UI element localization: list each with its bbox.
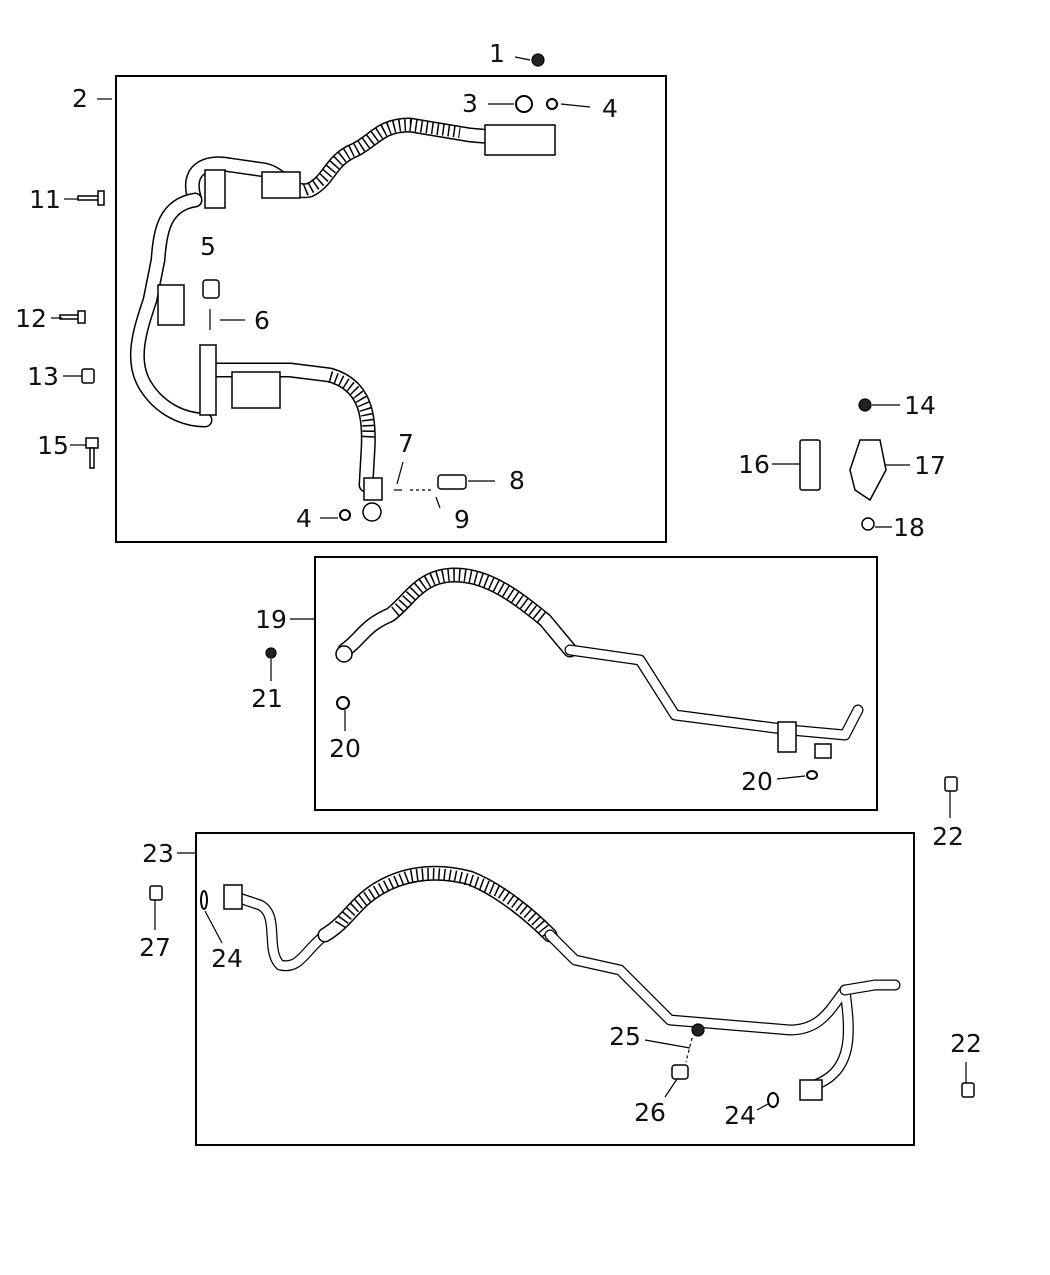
o-ring-20-right [806, 770, 818, 780]
o-ring-24-right [767, 1092, 779, 1108]
lower-fitting [363, 477, 383, 501]
callout-2: 2 [72, 84, 88, 113]
manifold-fitting [199, 344, 217, 416]
callout-24-left: 24 [211, 944, 243, 973]
hose-assembly-23 [149, 865, 975, 1108]
callout-23: 23 [142, 839, 174, 868]
clamp-16 [799, 439, 821, 491]
callout-27: 27 [139, 933, 171, 962]
port-19 [335, 645, 353, 663]
callout-9: 9 [454, 505, 470, 534]
hose-assembly-2 [129, 117, 556, 522]
callout-labels: 1 2 3 4 5 6 7 8 9 4 11 12 13 15 14 16 17… [15, 39, 982, 1130]
callout-18: 18 [893, 513, 925, 542]
cap-22-bottom [961, 1082, 975, 1098]
callout-11: 11 [29, 185, 61, 214]
cap-5 [202, 279, 220, 299]
mid-fitting [261, 171, 301, 199]
callout-16: 16 [738, 450, 770, 479]
callout-19: 19 [255, 605, 287, 634]
callout-4-top: 4 [602, 94, 618, 123]
o-ring-20-left [336, 696, 350, 710]
o-ring-24-left [200, 890, 208, 910]
callout-12: 12 [15, 304, 47, 333]
callout-24-right: 24 [724, 1101, 756, 1130]
lower-end-23 [799, 1079, 823, 1101]
callout-20-right: 20 [741, 767, 773, 796]
upper-fitting [204, 169, 226, 209]
bolt-15-head [85, 437, 99, 449]
callout-21: 21 [251, 684, 283, 713]
nut-18 [861, 517, 875, 531]
callout-25: 25 [609, 1022, 641, 1051]
lower-port [362, 502, 382, 522]
callout-13: 13 [27, 362, 59, 391]
bolt-12-head [77, 310, 86, 324]
callout-6: 6 [254, 306, 270, 335]
hardware-group-top [202, 53, 558, 521]
tube-end-19 [814, 743, 832, 759]
callout-17: 17 [914, 451, 946, 480]
bracket-17 [849, 439, 887, 502]
callout-4-bottom: 4 [296, 504, 312, 533]
nut-21 [265, 647, 277, 659]
callout-8: 8 [509, 466, 525, 495]
bolt-11-head [97, 190, 105, 206]
callout-3: 3 [462, 89, 478, 118]
callout-20-left: 20 [329, 734, 361, 763]
bolt-11 [77, 195, 101, 201]
callout-7: 7 [398, 429, 414, 458]
hardware-group-right [799, 398, 887, 531]
callout-26: 26 [634, 1098, 666, 1127]
cap-22-top [944, 776, 958, 792]
fasteners-left [59, 190, 105, 469]
hose-assembly-19 [265, 567, 958, 792]
tube-bracket-19 [777, 721, 797, 753]
assembly-box-2 [115, 75, 667, 543]
nut-14 [858, 398, 872, 412]
callout-14: 14 [904, 391, 936, 420]
cap-26 [671, 1064, 689, 1080]
end-fitting-23 [223, 884, 243, 910]
clip-13 [81, 368, 95, 384]
side-bracket [157, 284, 185, 326]
assembly-box-19 [314, 556, 878, 811]
end-fitting [484, 124, 556, 156]
callout-15: 15 [37, 431, 69, 460]
valve-core-25 [691, 1023, 705, 1037]
assembly-box-23 [195, 832, 915, 1146]
leader-lines [51, 56, 967, 1111]
bolt-15 [89, 447, 95, 469]
sensor-8 [437, 474, 467, 490]
nut-1 [531, 53, 545, 67]
callout-1: 1 [489, 39, 505, 68]
o-ring-4-top [546, 98, 558, 110]
callout-22-bottom: 22 [950, 1029, 982, 1058]
o-ring-3 [515, 95, 533, 113]
o-ring-4-bottom [339, 509, 351, 521]
callout-22-top: 22 [932, 822, 964, 851]
callout-5: 5 [200, 232, 216, 261]
cap-27 [149, 885, 163, 901]
valve-block [231, 371, 281, 409]
